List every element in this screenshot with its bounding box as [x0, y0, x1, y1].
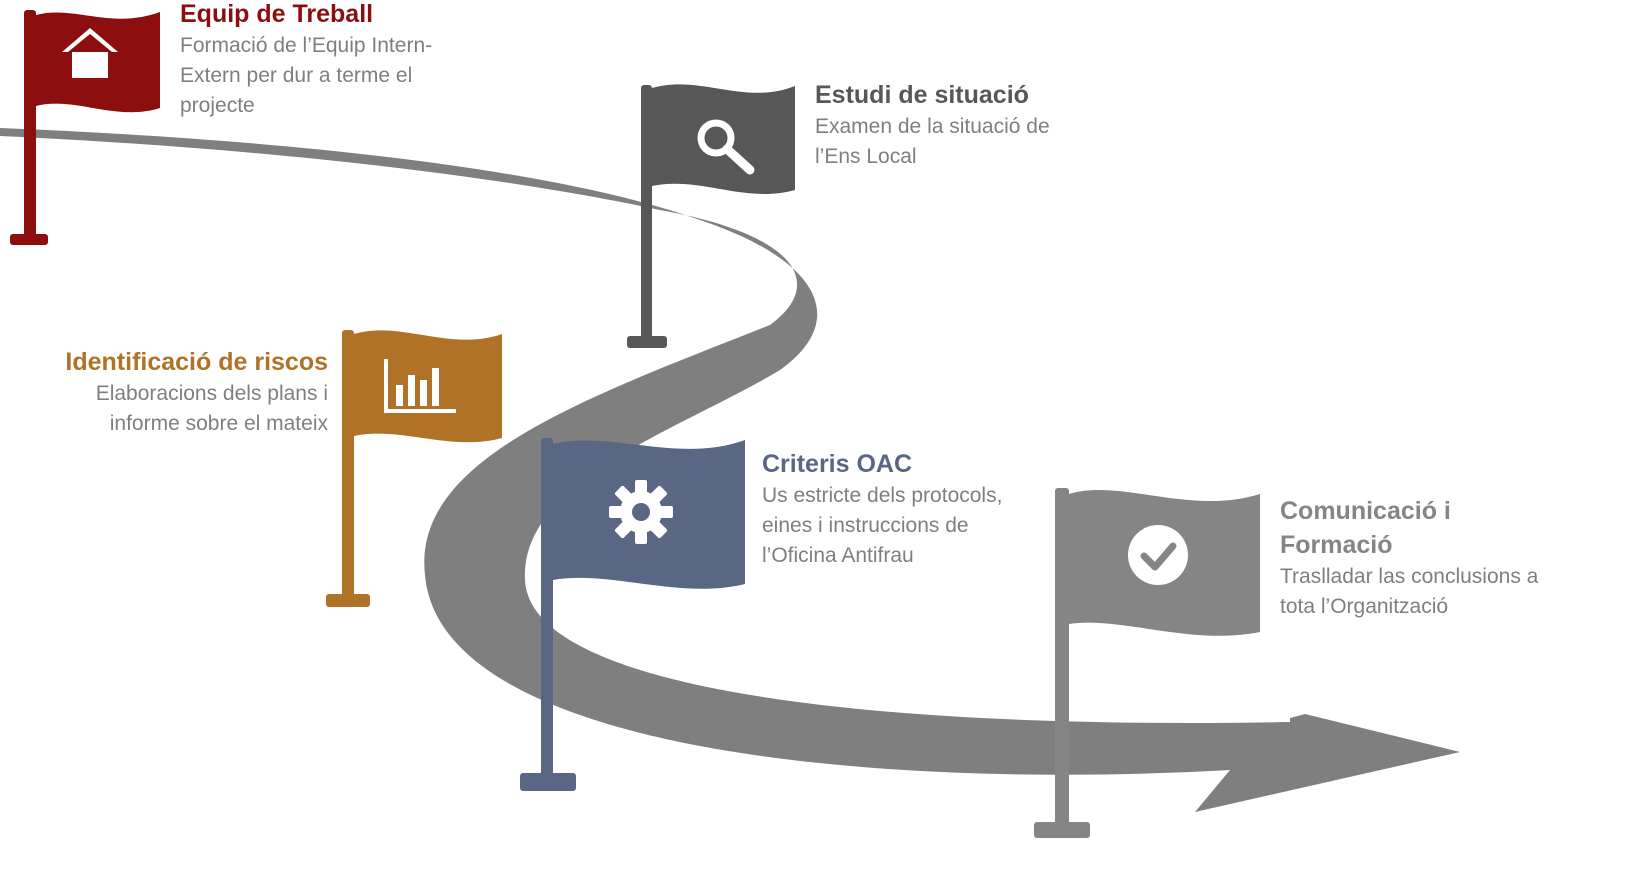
- flag-estudi-de-situacio: [627, 84, 795, 348]
- step-description-line: Examen de la situació de: [815, 115, 1050, 138]
- step-estudi-de-situacio: Estudi de situació Examen de la situació…: [815, 78, 1135, 172]
- step-title: Identificació de riscos: [65, 348, 328, 376]
- step-title: Criteris OAC: [762, 450, 913, 478]
- check-circle-icon: [1128, 525, 1188, 585]
- bar-chart-icon: [384, 359, 456, 413]
- step-criteris-oac: Criteris OAC Us estricte dels protocols,…: [762, 447, 1082, 571]
- step-description-line: projecte: [180, 94, 255, 117]
- step-title: Equip de Treball: [180, 0, 374, 28]
- step-description-line: informe sobre el mateix: [109, 412, 328, 435]
- step-equip-de-treball: Equip de Treball Formació de l’Equip Int…: [180, 0, 500, 121]
- flag-identificacio-de-riscos: [326, 330, 502, 607]
- step-description-line: Traslladar las conclusions a: [1280, 565, 1539, 588]
- step-description-line: Elaboracions dels plans i: [95, 382, 328, 405]
- step-description-line: l’Ens Local: [815, 145, 917, 168]
- step-title: Estudi de situació: [815, 81, 1029, 109]
- search-icon: [697, 119, 755, 175]
- flag-equip-de-treball: [10, 10, 160, 245]
- step-title-line: Formació: [1280, 531, 1393, 559]
- gear-icon: [609, 480, 673, 544]
- home-icon: [62, 28, 118, 78]
- step-comunicacio-i-formacio: Comunicació i Formació Traslladar las co…: [1280, 494, 1630, 622]
- step-description-line: tota l’Organització: [1280, 595, 1449, 618]
- step-identificacio-de-riscos: Identificació de riscos Elaboracions del…: [10, 345, 328, 439]
- flag-criteris-oac: [520, 438, 745, 791]
- step-title-line: Comunicació i: [1280, 497, 1451, 525]
- step-description-line: l’Oficina Antifrau: [762, 544, 914, 567]
- road-path: [0, 128, 1460, 812]
- step-description-line: Us estricte dels protocols,: [762, 484, 1003, 507]
- flag-comunicacio-i-formacio: [1034, 488, 1260, 838]
- step-description-line: Extern per dur a terme el: [180, 64, 413, 87]
- step-description-line: Formació de l’Equip Intern-: [180, 34, 433, 57]
- step-description-line: eines i instruccions de: [762, 514, 969, 537]
